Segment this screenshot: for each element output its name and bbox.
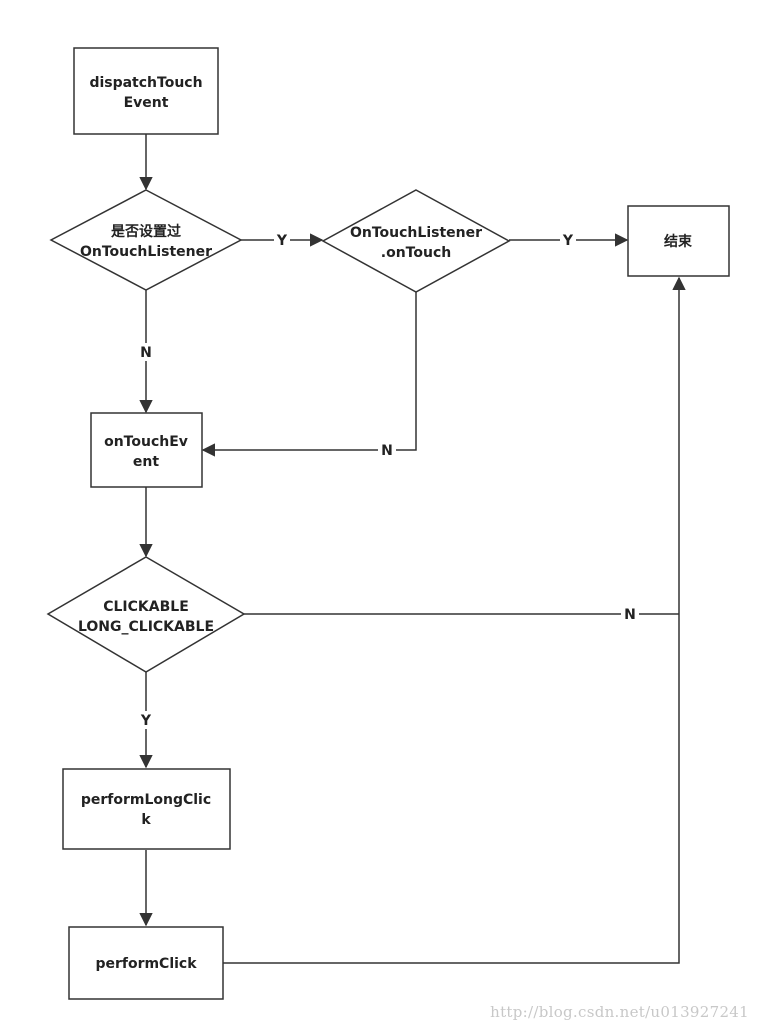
edge-label-y: Y: [562, 233, 574, 249]
node-clickable-decision: CLICKABLE LONG_CLICKABLE: [46, 556, 246, 673]
edge-label-bg: [621, 605, 639, 623]
node-label: performClick: [95, 956, 197, 972]
node-label: LONG_CLICKABLE: [78, 619, 214, 635]
node-label: performLongClic: [81, 792, 211, 808]
node-end: 结束: [627, 205, 730, 277]
node-label: ent: [133, 454, 159, 470]
node-label: Event: [124, 95, 169, 111]
node-label: 是否设置过: [111, 223, 181, 240]
edge-label-n: N: [624, 607, 636, 623]
node-perform-long-click: performLongClic k: [62, 768, 231, 850]
watermark-url: http://blog.csdn.net/u013927241: [490, 1003, 749, 1021]
edge-label-y: Y: [276, 233, 288, 249]
node-label: .onTouch: [381, 245, 451, 261]
edge-label-n: N: [140, 345, 152, 361]
node-label: dispatchTouch: [89, 75, 202, 91]
edge-label-bg: [378, 441, 396, 459]
edge-label-bg: [137, 343, 155, 361]
edges: Y Y N N N Y: [137, 134, 686, 964]
node-label: 结束: [664, 233, 693, 250]
edge-label-n: N: [381, 443, 393, 459]
edge-label-bg: [560, 231, 576, 249]
node-listener-ontouch-decision: OnTouchListener .onTouch: [321, 189, 511, 293]
edge-ontouch-to-ontouchevent: [201, 292, 417, 457]
edge-label-bg: [137, 711, 155, 729]
node-dispatch-touch-event: dispatchTouch Event: [73, 47, 219, 135]
node-label: onTouchEv: [104, 434, 188, 450]
edge-click-to-end: [223, 276, 686, 964]
edge-label-y: Y: [140, 713, 152, 729]
node-perform-click: performClick: [68, 926, 224, 1000]
node-label: OnTouchListener: [80, 244, 212, 260]
node-label: OnTouchListener: [350, 225, 482, 241]
edge-label-bg: [274, 231, 290, 249]
node-has-listener-decision: 是否设置过 OnTouchListener: [49, 189, 243, 291]
node-ontouchevent: onTouchEv ent: [90, 412, 203, 488]
node-label: CLICKABLE: [103, 599, 189, 615]
node-label: k: [141, 812, 151, 828]
